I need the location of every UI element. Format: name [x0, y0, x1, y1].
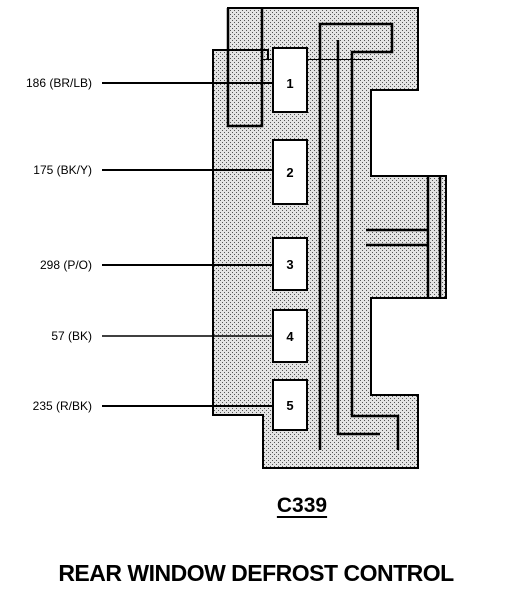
pin-1-number: 1 [286, 76, 293, 91]
pin-cavities: 1 2 3 4 5 [272, 47, 308, 431]
pin-4: 4 [272, 309, 308, 363]
pin-5-number: 5 [286, 398, 293, 413]
wire-label-3: 298 (P/O) [39, 258, 92, 272]
wire-label-4: 57 (BK) [51, 329, 92, 343]
pin-3-number: 3 [286, 257, 293, 272]
wire-leads [102, 82, 273, 407]
wire-label-1: 186 (BR/LB) [25, 76, 92, 90]
pin-1: 1 [272, 47, 308, 113]
pin-4-number: 4 [286, 329, 294, 344]
diagram-title: REAR WINDOW DEFROST CONTROL [58, 560, 454, 586]
pin-2: 2 [272, 139, 308, 205]
connector-id: C339 [276, 494, 328, 517]
pin-5: 5 [272, 379, 308, 431]
wire-label-2: 175 (BK/Y) [33, 163, 92, 177]
pin-2-number: 2 [286, 165, 293, 180]
wire-label-5: 235 (R/BK) [32, 399, 92, 413]
internal-channels [226, 8, 442, 450]
pin-3: 3 [272, 237, 308, 291]
